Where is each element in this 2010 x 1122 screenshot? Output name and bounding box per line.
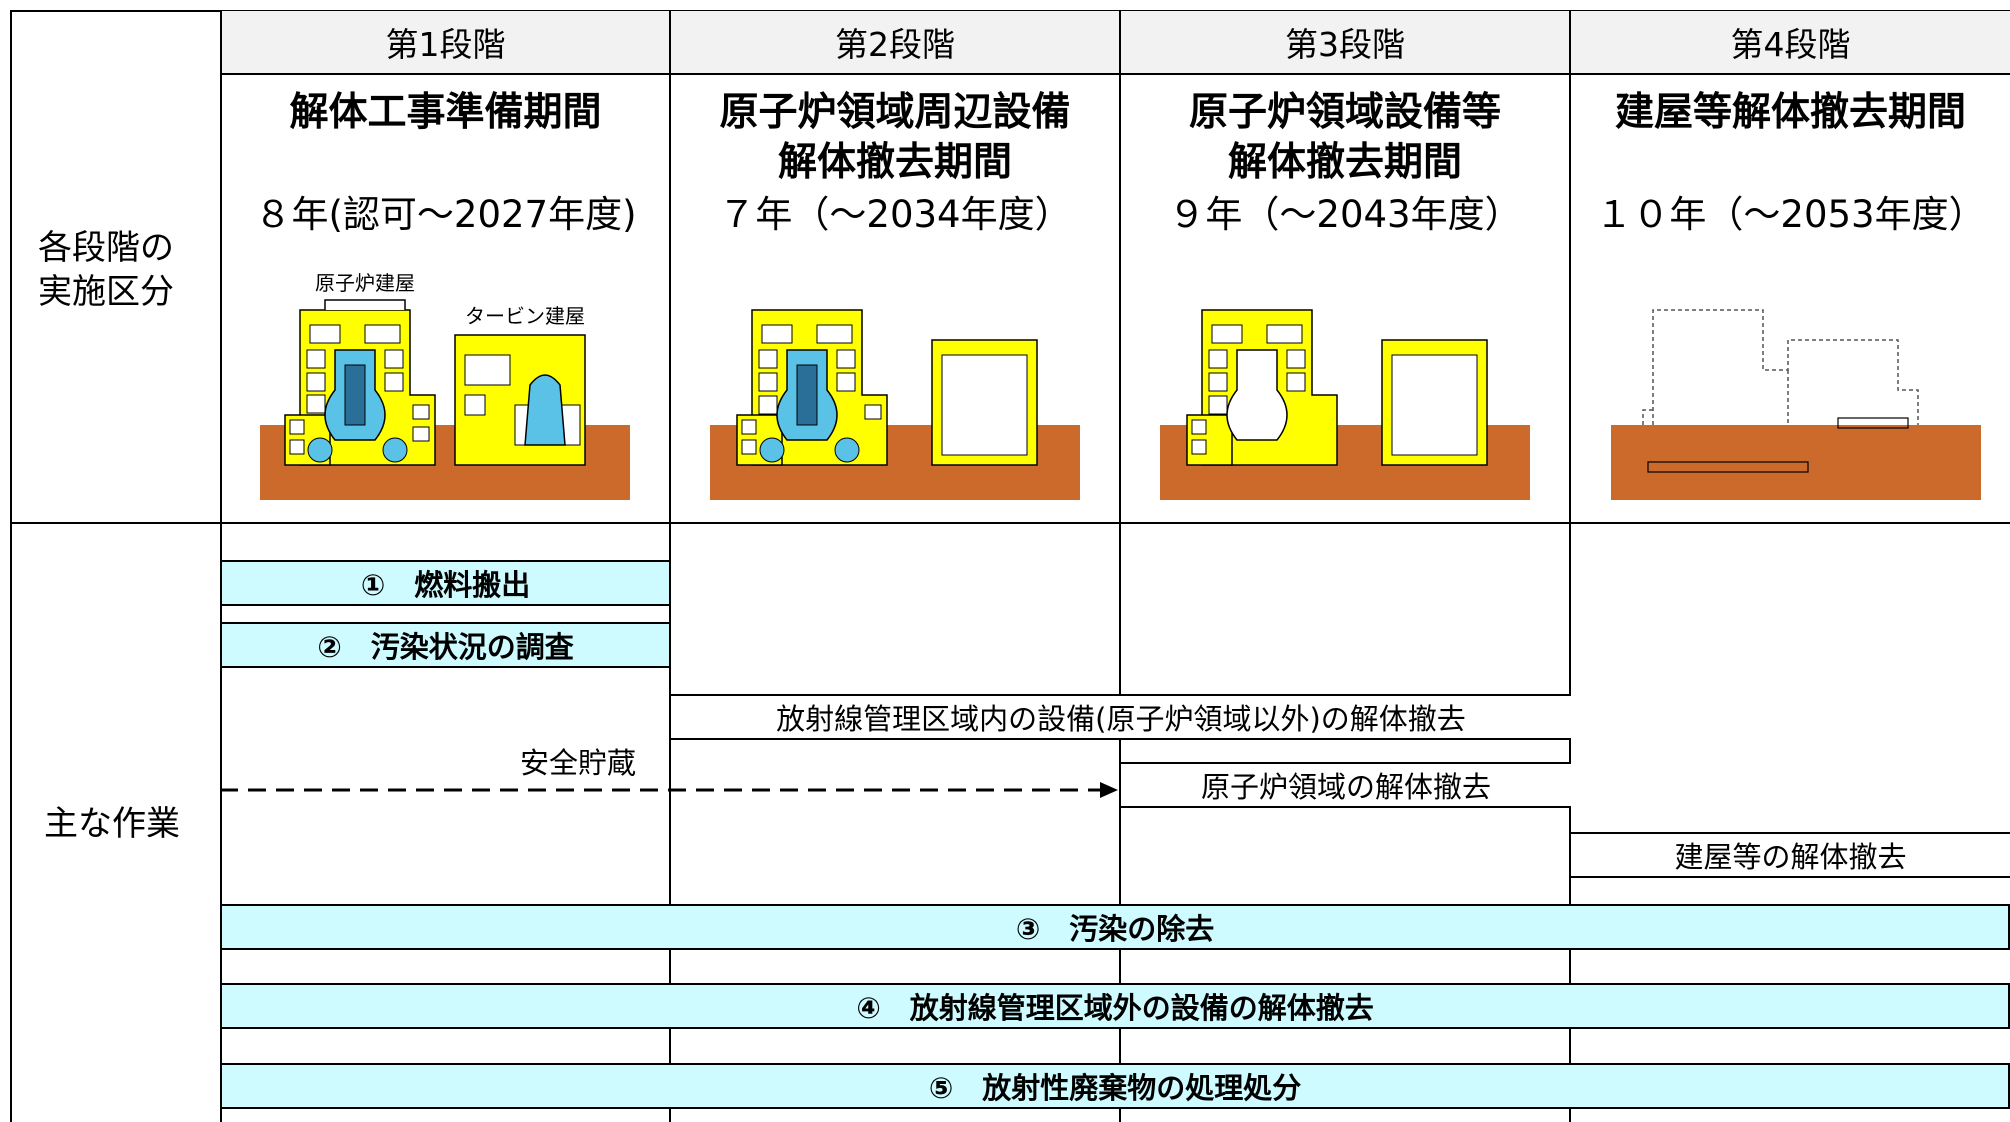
reactor-building-label: 原子炉建屋 [315, 271, 415, 295]
grid-col3-line [1119, 10, 1121, 1122]
turbine-building-label: タービン建屋 [465, 304, 585, 328]
task-contamination-survey: ② 汚染状況の調査 [220, 622, 671, 668]
stage-duration-2: ７年（～2034年度） [718, 193, 1072, 236]
task-waste-disposal: ⑤ 放射性廃棄物の処理処分 [220, 1063, 2010, 1109]
stage-title-3: 原子炉領域設備等 解体撤去期間 [1188, 90, 1501, 185]
plant-illustration-stage2 [710, 309, 1080, 500]
stage-header-3: 第3段階 [1121, 11, 1569, 73]
safe-storage-arrow [220, 782, 1118, 798]
stage-title-4: 建屋等解体撤去期間 [1614, 90, 1966, 135]
stage-header-2: 第2段階 [671, 11, 1119, 73]
task-fuel-removal: ① 燃料搬出 [220, 560, 671, 606]
row-label-main-work: 主な作業 [44, 804, 180, 844]
stage-header-1: 第1段階 [222, 11, 669, 73]
stage-header-4: 第4段階 [1571, 11, 2010, 73]
grid-left-line [10, 10, 12, 1122]
grid-col4-line [1569, 10, 1571, 1122]
safe-storage-label: 安全貯蔵 [520, 746, 637, 780]
stage-duration-4: １０年（～2053年度） [1595, 193, 1986, 236]
task-reactor-dismantle: 原子炉領域の解体撤去 [1121, 762, 1571, 808]
plant-illustration-stage4 [1611, 309, 1981, 500]
grid-row-divider [10, 522, 2010, 524]
stage-duration-1: ８年(認可～2027年度) [254, 193, 637, 236]
task-outside-area-dismantle: ④ 放射線管理区域外の設備の解体撤去 [220, 983, 2010, 1029]
task-non-reactor-dismantle: 放射線管理区域内の設備(原子炉領域以外)の解体撤去 [671, 694, 1571, 740]
plant-illustration-stage1: 原子炉建屋 タービン建屋 [260, 271, 630, 500]
task-decontamination: ③ 汚染の除去 [220, 904, 2010, 950]
stage-duration-3: ９年（～2043年度） [1168, 193, 1522, 236]
task-building-dismantle: 建屋等の解体撤去 [1571, 832, 2010, 878]
stage-title-1: 解体工事準備期間 [289, 90, 602, 135]
plant-illustration-stage3 [1160, 309, 1530, 500]
grid-header-line [220, 73, 2010, 75]
stage-title-2: 原子炉領域周辺設備 解体撤去期間 [719, 90, 1071, 185]
row-label-stage-division: 各段階の 実施区分 [38, 228, 174, 312]
